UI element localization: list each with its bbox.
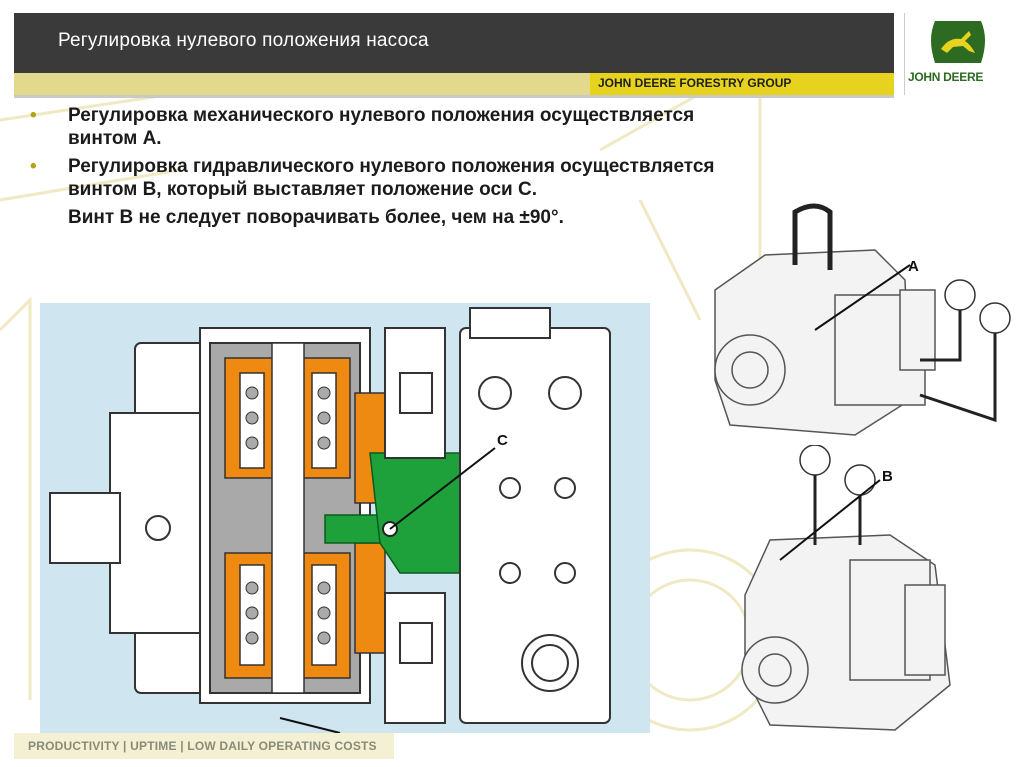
bullet-note: Винт В не следует поворачивать более, че… [30,206,720,229]
header-divider [14,95,894,98]
pump-illustration-a [714,203,1011,436]
label-c: C [497,432,508,449]
john-deere-deer-logo-icon [931,21,985,63]
bullet-list: • Регулировка механического нулевого пол… [30,104,720,234]
bullet-text: Регулировка гидравлического нулевого пол… [68,156,715,200]
bullet-dot: • [30,105,37,126]
pump-cross-section-diagram [40,303,650,733]
pump-illustration-b [741,445,951,731]
bullet-item: • Регулировка гидравлического нулевого п… [30,155,720,201]
label-b-photo: B [882,468,893,485]
logo [904,13,1011,95]
header-bar [14,13,894,73]
bullet-text: Регулировка механического нулевого полож… [68,105,695,149]
bullet-item: • Регулировка механического нулевого пол… [30,104,720,150]
group-label: JOHN DEERE FORESTRY GROUP [598,76,792,90]
bullet-text: Винт В не следует поворачивать более, че… [68,207,564,228]
page-title: Регулировка нулевого положения насоса [58,30,429,51]
group-banner [590,73,894,95]
logo-text: JOHN DEERE [908,70,984,84]
footer-slogan: PRODUCTIVITY | UPTIME | LOW DAILY OPERAT… [28,739,377,753]
bullet-dot: • [30,156,37,177]
label-a-photo: A [908,258,919,275]
footer-bar [14,733,394,759]
